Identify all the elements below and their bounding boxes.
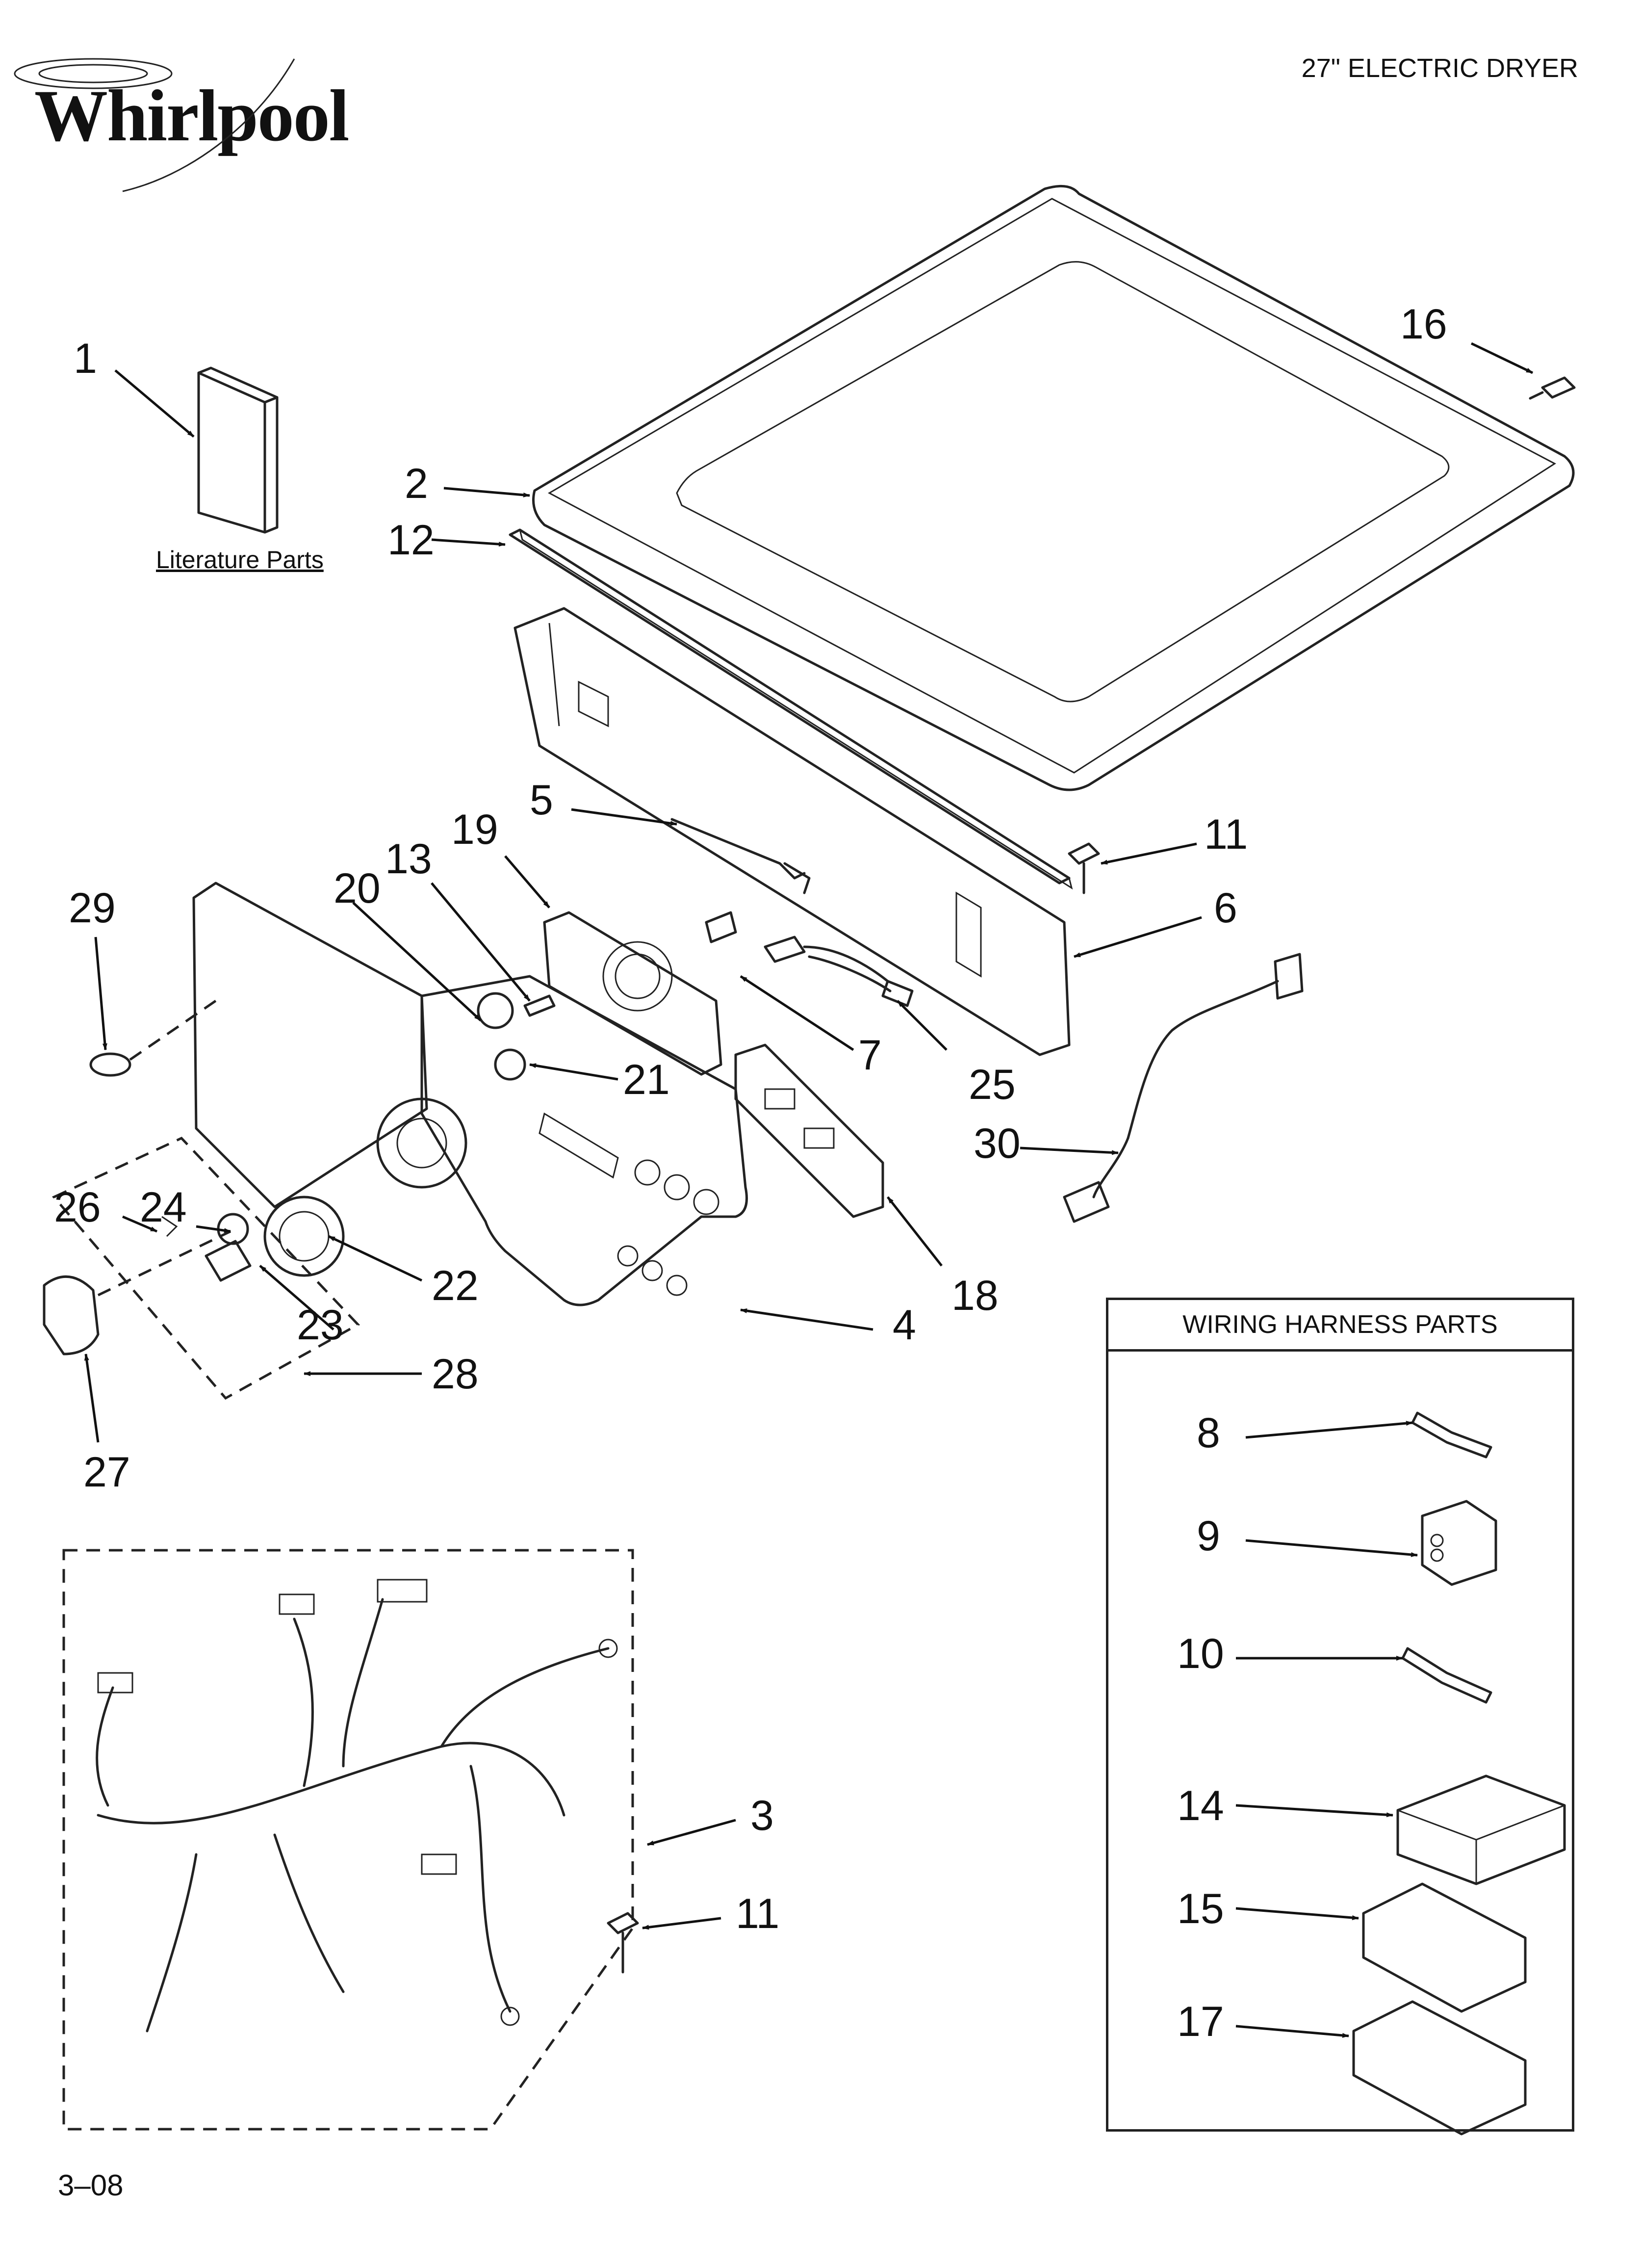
literature-booklet: [197, 366, 279, 534]
callout-26: 26: [54, 1184, 101, 1231]
callout-11-lower: 11: [736, 1890, 779, 1937]
main-harness-outline: [62, 1549, 634, 2131]
callout-25: 25: [969, 1061, 1016, 1108]
callout-6: 6: [1214, 885, 1237, 932]
literature-parts-label: Literature Parts: [156, 546, 324, 574]
callout-29: 29: [69, 885, 116, 932]
connector-17: [1352, 2000, 1527, 2136]
wiring-harness-parts-title: WIRING HARNESS PARTS: [1108, 1300, 1572, 1352]
screw-11-upper: [1068, 842, 1100, 894]
selector-ring: [263, 1097, 467, 1277]
page-number: 3–08: [58, 2169, 124, 2202]
callout-12: 12: [387, 517, 435, 564]
decal-29: [89, 999, 217, 1077]
callout-30: 30: [974, 1120, 1021, 1167]
callout-17: 17: [1177, 1998, 1224, 2045]
callout-10: 10: [1177, 1630, 1224, 1677]
callout-20: 20: [334, 865, 381, 912]
connector-14: [1396, 1774, 1566, 1885]
connector-15: [1362, 1882, 1527, 2013]
bracket-7: [705, 911, 737, 943]
callout-numbers: 1 2 3 4 5 6 7 8 9 10 11 11 12 13 14 15 1…: [54, 301, 1447, 2045]
callout-18: 18: [951, 1272, 999, 1319]
wiring-harness-parts-box: WIRING HARNESS PARTS: [1106, 1298, 1574, 2132]
spring-21: [494, 1048, 526, 1081]
callout-13: 13: [385, 835, 432, 883]
callout-14: 14: [1177, 1782, 1224, 1829]
callout-5: 5: [530, 777, 553, 824]
top-panel: [532, 184, 1575, 791]
screw-16: [1529, 376, 1576, 400]
control-console: [192, 882, 748, 1306]
callout-28: 28: [432, 1351, 479, 1398]
callout-27: 27: [83, 1449, 130, 1496]
callout-11-upper: 11: [1204, 811, 1248, 858]
callout-3: 3: [750, 1792, 774, 1839]
document-title: 27" ELECTRIC DRYER: [1301, 53, 1578, 83]
connector-housing-9: [1421, 1500, 1497, 1586]
cable-tie: [670, 818, 811, 894]
leader-lines: [84, 342, 1534, 2038]
seal-strip: [509, 528, 1073, 890]
knob-assembly: [43, 1213, 252, 1356]
knob-kit-outline: [51, 1136, 360, 1400]
callout-7: 7: [858, 1032, 882, 1079]
clip-13: [523, 994, 556, 1017]
main-wire-harness: [96, 1579, 618, 2033]
callout-4: 4: [893, 1302, 916, 1349]
callout-9: 9: [1197, 1512, 1220, 1560]
callout-22: 22: [432, 1262, 479, 1309]
console-bracket: [513, 607, 1071, 1056]
wire-harness-25: [764, 936, 914, 1007]
screw-11-lower: [607, 1912, 639, 1974]
callout-16: 16: [1400, 301, 1447, 348]
callout-8: 8: [1197, 1409, 1220, 1457]
callout-2: 2: [405, 460, 428, 507]
callout-19: 19: [451, 806, 498, 853]
callout-1: 1: [74, 335, 97, 382]
wire-harness-30: [1063, 953, 1304, 1223]
encoder-20: [477, 992, 514, 1029]
callout-15: 15: [1177, 1885, 1224, 1932]
callout-21: 21: [623, 1056, 670, 1103]
callout-23: 23: [297, 1302, 344, 1349]
callout-24: 24: [140, 1184, 187, 1231]
ui-housing: [543, 911, 722, 1076]
whirlpool-swoosh-icon: [14, 58, 295, 192]
